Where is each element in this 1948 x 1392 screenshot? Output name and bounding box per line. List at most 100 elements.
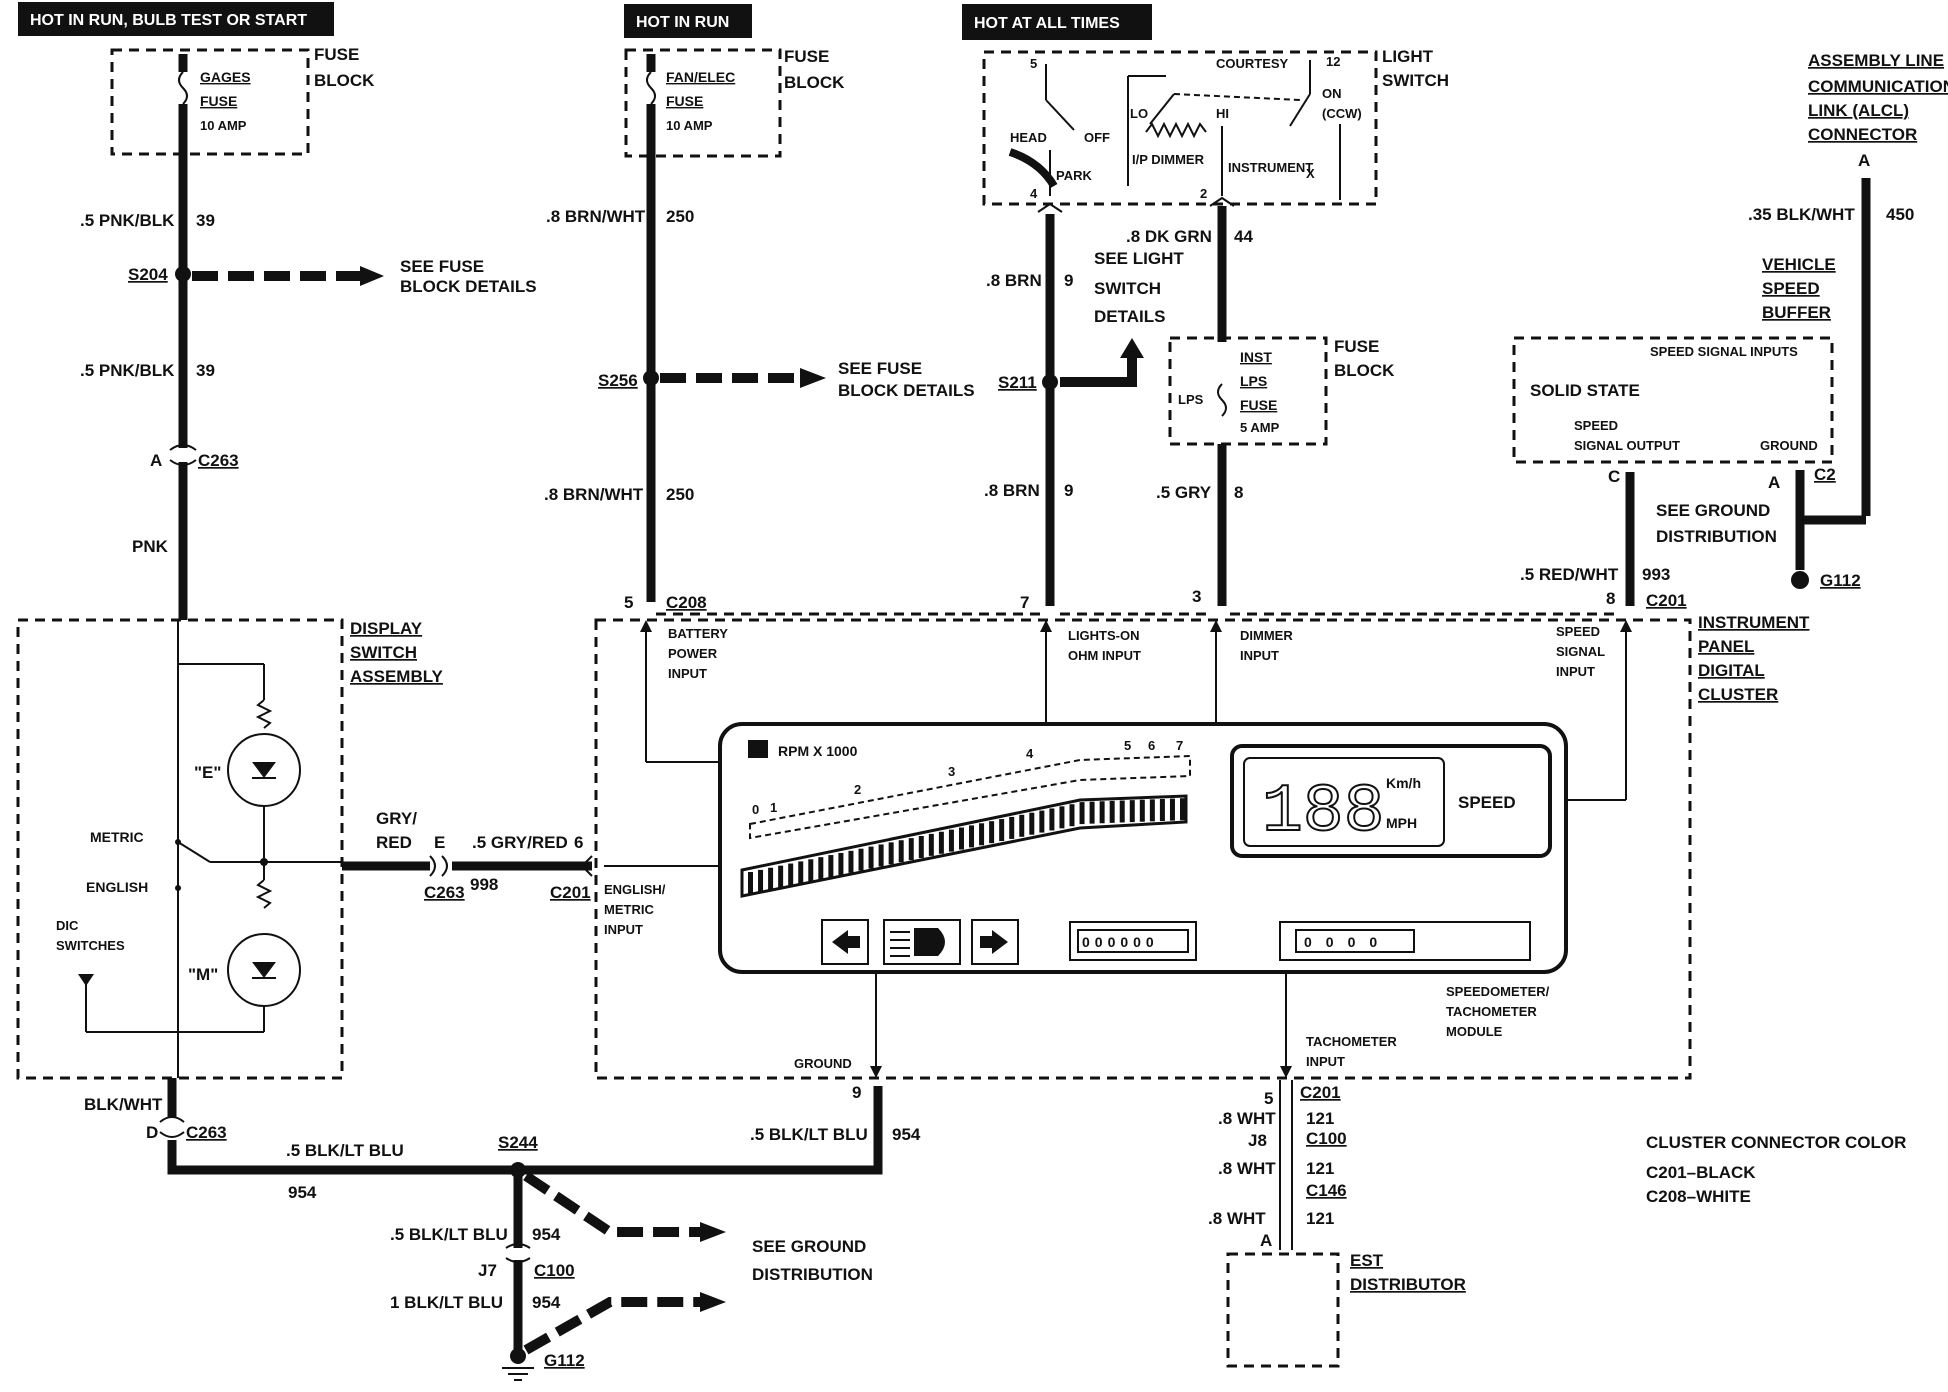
odometer <box>1069 921 1197 961</box>
brn-wire-2-label: .8 BRN <box>984 481 1040 500</box>
brn-see-light-3: DETAILS <box>1094 307 1165 326</box>
left-arrow-icon <box>832 930 860 954</box>
vsb-wire-label: .5 RED/WHT <box>1520 565 1619 584</box>
header-hot-at-all-times-text: HOT AT ALL TIMES <box>974 15 1120 32</box>
mid-see-fuse-1: SEE FUSE <box>838 359 922 378</box>
turn-left-indicator <box>821 919 869 965</box>
gnd-wire-2-label: .5 BLK/LT BLU <box>750 1125 868 1144</box>
vsb-c201: C201 <box>1646 591 1687 610</box>
grn-fuse-block-1: FUSE <box>1334 337 1379 356</box>
gages-fuse-block: GAGES FUSE 10 AMP FUSE BLOCK <box>110 45 375 156</box>
gages-fuse-name2: FUSE <box>200 93 237 109</box>
tach-bar-segment <box>989 821 995 844</box>
mid-conn-c208: C208 <box>666 593 707 612</box>
ipc-label-4: CLUSTER <box>1698 685 1778 704</box>
tach-bar-segment <box>778 865 784 888</box>
left-wire-1-label: .5 PNK/BLK <box>80 211 175 230</box>
vsb-label-2: SPEED <box>1762 279 1820 298</box>
left-wire-2-label: .5 PNK/BLK <box>80 361 175 380</box>
mid-wire-1-label: .8 BRN/WHT <box>546 207 646 226</box>
tach-wire-3-circuit: 121 <box>1306 1209 1334 1228</box>
gnd-wire-4-circuit: 954 <box>532 1293 561 1312</box>
left-pnk-label: PNK <box>132 537 169 556</box>
ls-hi: HI <box>1216 106 1229 121</box>
mid-wire-2-circuit: 250 <box>666 485 694 504</box>
tach-bar-segment <box>1180 798 1185 821</box>
fan-fuse-block-label2: BLOCK <box>784 73 845 92</box>
ls-pin-4: 4 <box>1030 186 1038 201</box>
ipc-tach-1: TACHOMETER <box>1306 1034 1397 1049</box>
tach-bar-segments <box>748 798 1185 894</box>
vsb-ground: GROUND <box>1760 438 1818 453</box>
ipc-speed-3: INPUT <box>1556 664 1595 679</box>
gages-fuse-rating: 10 AMP <box>200 118 247 133</box>
rpm-label: RPM X 1000 <box>778 743 858 759</box>
gry-pin-3: 3 <box>1192 587 1201 606</box>
dsa-dic-1: DIC <box>56 918 79 933</box>
ls-park: PARK <box>1056 168 1092 183</box>
header-hot-in-run: HOT IN RUN <box>624 4 752 38</box>
vsb-out-2: SIGNAL OUTPUT <box>1574 438 1680 453</box>
tach-bar-segment <box>1159 798 1165 821</box>
mid-see-fuse-2: BLOCK DETAILS <box>838 381 975 400</box>
dsa-pin-6: 6 <box>574 833 583 852</box>
tach-pin-5: 5 <box>1264 1089 1273 1108</box>
tach-bar-segment <box>1099 801 1105 824</box>
mid-brn-wht-circuit: .8 BRN/WHT 250 S256 SEE FUSE BLOCK DETAI… <box>544 156 975 612</box>
vsb-wire-circuit: 993 <box>1642 565 1670 584</box>
gnd-blkwht: BLK/WHT <box>84 1095 163 1114</box>
grn-gry-circuit: .8 DK GRN 44 INST LPS FUSE 5 AMP LPS FUS… <box>1126 196 1395 606</box>
tach-c201: C201 <box>1300 1083 1341 1102</box>
tach-bar-segment <box>979 823 985 846</box>
tach-bar-segment <box>1109 800 1115 823</box>
ipc-module-3: MODULE <box>1446 1024 1503 1039</box>
ipc-dimmer-1: DIMMER <box>1240 628 1293 643</box>
tach-bar-segment <box>878 844 884 867</box>
tach-wire-2-label: .8 WHT <box>1218 1159 1276 1178</box>
ls-pin-5: 5 <box>1030 56 1037 71</box>
ipc-label-2: PANEL <box>1698 637 1754 656</box>
tach-bar-segment <box>1129 800 1135 823</box>
left-see-fuse-1: SEE FUSE <box>400 257 484 276</box>
tach-bar-segment <box>999 819 1005 842</box>
tach-bar-segment <box>828 855 834 878</box>
gry-wire-circuit: 8 <box>1234 483 1243 502</box>
brn-pin-7: 7 <box>1020 593 1029 612</box>
ipc-label-3: DIGITAL <box>1698 661 1765 680</box>
tach-tick-4: 4 <box>1026 746 1034 761</box>
fan-fuse-block-label1: FUSE <box>784 47 829 66</box>
tach-bar-segment <box>748 872 753 894</box>
alcl-label-3: LINK (ALCL) <box>1808 101 1909 120</box>
vsb-conn-c2: C2 <box>1814 465 1836 484</box>
ls-head: HEAD <box>1010 130 1047 145</box>
ipc-tach-2: INPUT <box>1306 1054 1345 1069</box>
header-hot-run-bulb-start: HOT IN RUN, BULB TEST OR START <box>18 2 334 36</box>
tach-bar-segment <box>808 859 814 882</box>
splice-s211-label: S211 <box>998 373 1037 392</box>
vsb-pin-a: A <box>1768 473 1780 492</box>
mid-wire-2-label: .8 BRN/WHT <box>544 485 644 504</box>
vsb-inputs: SPEED SIGNAL INPUTS <box>1650 344 1798 359</box>
tach-tick-2: 2 <box>854 782 861 797</box>
ls-ccw: (CCW) <box>1322 106 1362 121</box>
legend-title: CLUSTER CONNECTOR COLOR <box>1646 1133 1906 1152</box>
inst-lps-2: LPS <box>1240 373 1267 389</box>
vsb-solid-state: SOLID STATE <box>1530 381 1640 400</box>
ipc-speed-2: SIGNAL <box>1556 644 1605 659</box>
tach-bar-segment <box>1149 799 1155 822</box>
gnd-pin-d: D <box>146 1123 158 1142</box>
fan-elec-fuse-block: FAN/ELEC FUSE 10 AMP FUSE BLOCK <box>624 47 845 158</box>
brn-see-light-2: SWITCH <box>1094 279 1161 298</box>
inst-lps-side: LPS <box>1178 392 1204 407</box>
ls-pin-x: X <box>1306 166 1315 181</box>
ls-courtesy: COURTESY <box>1216 56 1289 71</box>
tach-bar-segment <box>758 869 764 892</box>
ls-on: ON <box>1322 86 1342 101</box>
fan-fuse-name2: FUSE <box>666 93 703 109</box>
gnd-see-2: DISTRIBUTION <box>752 1265 873 1284</box>
ipc-battery-1: BATTERY <box>668 626 728 641</box>
vsb-out-1: SPEED <box>1574 418 1618 433</box>
gages-fuse-block-label1: FUSE <box>314 45 359 64</box>
ipc-ground: GROUND <box>794 1056 852 1071</box>
